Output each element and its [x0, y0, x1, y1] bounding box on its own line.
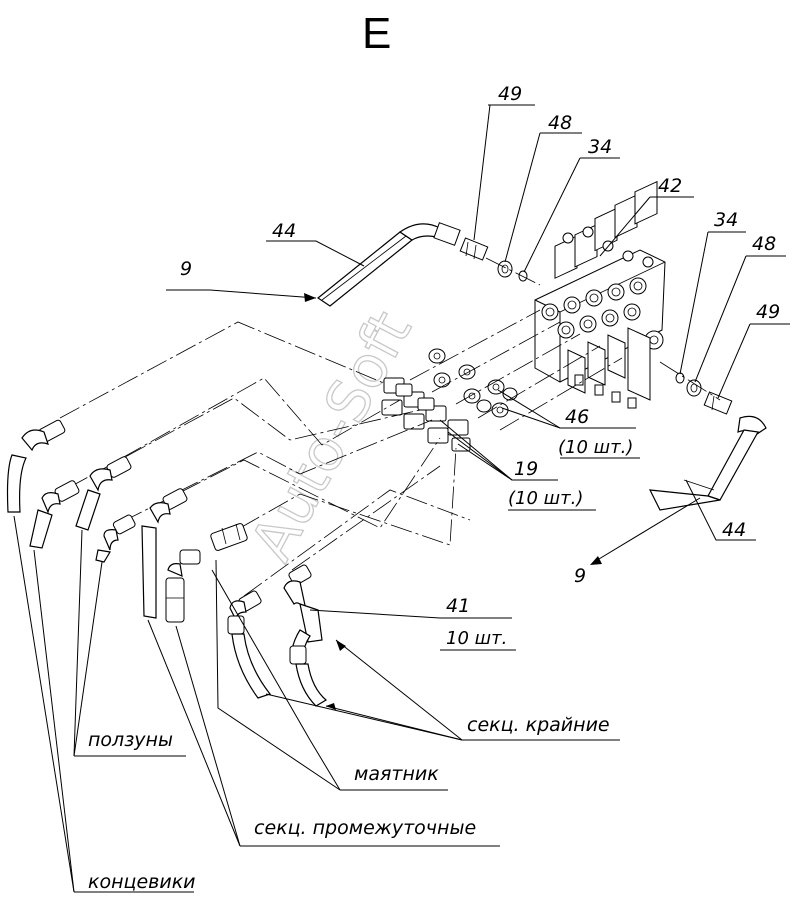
leader-limit-switches-2: [33, 549, 75, 893]
leader-34-right: [679, 231, 709, 375]
hose-routing-lines: [59, 321, 471, 597]
callout-19-qty: (10 шт.): [508, 488, 583, 509]
fitting-cluster: [381, 309, 623, 452]
leader-44-top: [266, 240, 365, 267]
label-intermediate-sections: секц. промежуточные: [254, 817, 476, 839]
label-end-sections: секц. крайние: [467, 714, 610, 736]
label-slides: ползуны: [88, 729, 173, 751]
callout-42: 42: [658, 175, 682, 197]
leader-slides-2: [73, 561, 103, 757]
callout-48-top: 48: [548, 112, 572, 134]
leader-limit-switches-1: [13, 515, 75, 893]
pressure-hose-right: [648, 415, 767, 511]
valve-ports: [541, 277, 664, 350]
fitting-49-top: [459, 237, 489, 261]
leader-49-right: [717, 323, 751, 399]
callout-41: 41: [446, 595, 470, 617]
hose-limit-switch-1: [6, 419, 66, 513]
washer-48-right: [686, 379, 702, 397]
ring-34-top: [518, 270, 528, 282]
leader-48-top: [504, 132, 541, 263]
hose-intermediate-1: [141, 488, 188, 619]
leader-34-top: [523, 157, 581, 273]
leader-intermediate-1: [147, 619, 241, 847]
leader-49-top: [473, 104, 500, 241]
leader-41: [309, 609, 512, 619]
callout-41-qty: 10 шт.: [446, 628, 507, 649]
leader-9-top: [209, 289, 317, 299]
hose-end-section-1: [227, 590, 271, 699]
leader-9-right: [593, 497, 701, 563]
washer-48-top: [497, 260, 513, 278]
view-label: E: [362, 9, 391, 58]
axis-top: [485, 257, 541, 286]
leader-48-right: [694, 255, 747, 383]
callout-34-right: 34: [714, 209, 738, 231]
hose-slide-1: [75, 456, 132, 531]
leader-42: [599, 196, 651, 257]
callout-9-right: 9: [574, 565, 586, 587]
watermark: Auto-Soft: [237, 300, 424, 571]
label-limit-switches: концевики: [88, 871, 196, 893]
callout-49-top: 49: [498, 83, 522, 105]
leader-pendulum-1: [215, 559, 341, 791]
callout-44-top: 44: [272, 220, 296, 242]
callout-48-right: 48: [752, 233, 776, 255]
solenoid-coils: [554, 180, 658, 279]
callout-9-top: 9: [180, 258, 192, 280]
hose-slide-2: [95, 514, 136, 563]
ring-34-right: [675, 372, 685, 384]
valve-block: [534, 180, 666, 409]
label-pendulum: маятник: [354, 763, 439, 785]
hose-intermediate-2: [165, 549, 201, 623]
hose-pendulum: [210, 523, 248, 551]
lower-coils: [567, 327, 651, 409]
callout-46-qty: (10 шт.): [558, 437, 633, 458]
leader-end-sections-3: [265, 693, 463, 741]
leader-end-sections-1: [335, 639, 463, 741]
callout-44-right: 44: [722, 519, 746, 541]
callout-19: 19: [514, 458, 538, 480]
leader-19: [457, 443, 558, 481]
callout-49-right: 49: [756, 301, 780, 323]
fitting-49-right: [703, 391, 733, 415]
hose-limit-switch-2: [29, 480, 80, 549]
hose-end-section-2: [283, 564, 328, 707]
callout-46: 46: [565, 406, 589, 428]
leader-intermediate-2: [175, 625, 241, 847]
leader-slides-1: [73, 529, 83, 757]
callout-34-top: 34: [588, 136, 612, 158]
pressure-hose-top: [316, 222, 461, 307]
axis-right: [659, 361, 721, 401]
